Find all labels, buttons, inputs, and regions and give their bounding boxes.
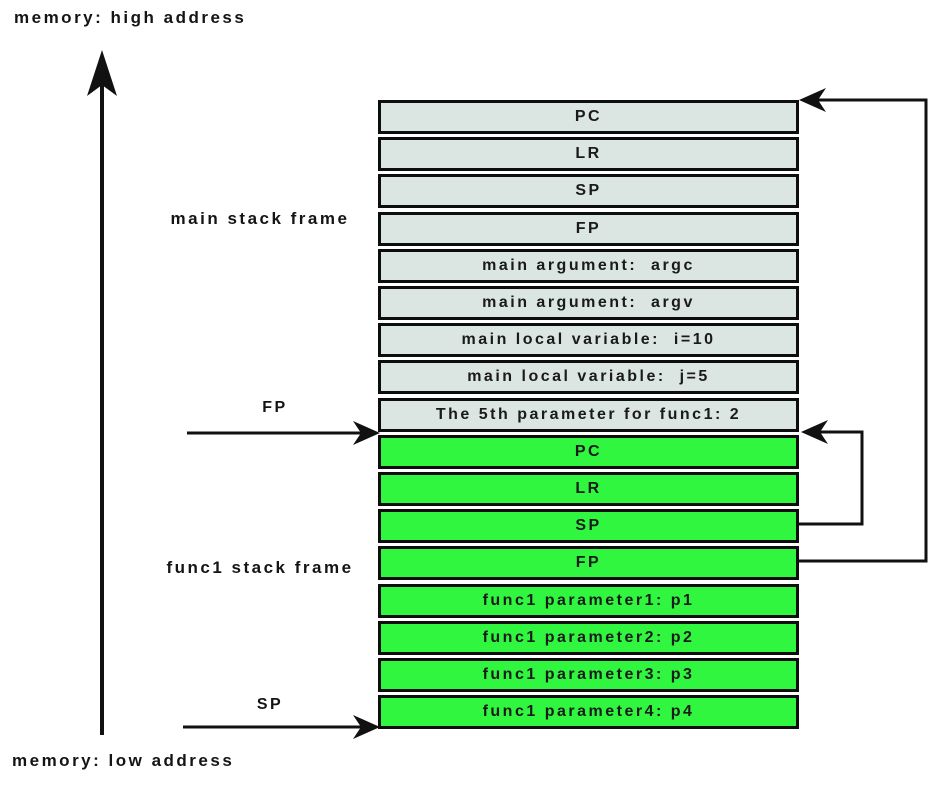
stack-row-main: The 5th parameter for func1: 2 <box>378 398 799 432</box>
stack-row-func1: LR <box>378 472 799 506</box>
stack-row-func1: func1 parameter2: p2 <box>378 621 799 655</box>
stack-row-func1: func1 parameter3: p3 <box>378 658 799 692</box>
stack-row-main: LR <box>378 137 799 171</box>
stack-row-main: SP <box>378 174 799 208</box>
stack-row-func1: SP <box>378 509 799 543</box>
stack-row-main: main local variable: j=5 <box>378 360 799 394</box>
stack-row-func1: FP <box>378 546 799 580</box>
func1-stack-frame-label: func1 stack frame <box>166 558 354 577</box>
stack-row-main: main argument: argv <box>378 286 799 320</box>
stack-row-func1: func1 parameter4: p4 <box>378 695 799 729</box>
memory-high-address-label: memory: high address <box>14 8 247 27</box>
stack-row-func1: PC <box>378 435 799 469</box>
stack-row-func1: func1 parameter1: p1 <box>378 584 799 618</box>
memory-low-address-label: memory: low address <box>12 751 235 770</box>
stack-row-main: main argument: argc <box>378 249 799 283</box>
stack-row-main: main local variable: i=10 <box>378 323 799 357</box>
fp-pointer-label: FP <box>262 399 288 416</box>
stack-row-main: FP <box>378 212 799 246</box>
sp-pointer-label: SP <box>256 696 284 713</box>
stack-row-main: PC <box>378 100 799 134</box>
main-stack-frame-label: main stack frame <box>170 209 350 228</box>
